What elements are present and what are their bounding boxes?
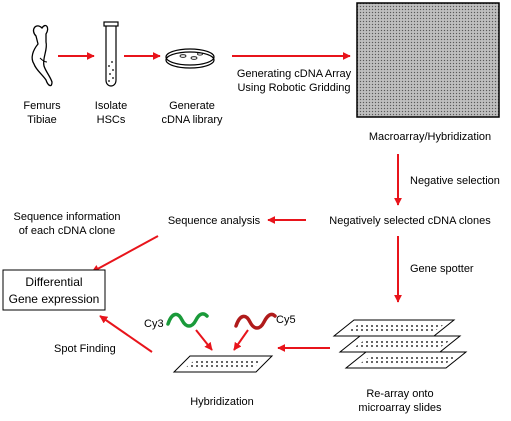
bone-icon [31,24,53,87]
generating-array-label: Generating cDNA Array [237,68,352,80]
gene-spotter-label: Gene spotter [410,263,474,275]
rearray-label-2: microarray slides [358,402,442,414]
cy5-wave-icon [234,312,277,330]
arrow-cy5-to-slide [233,329,249,351]
test-tube-icon [103,21,119,87]
negative-selection-label: Negative selection [410,175,500,187]
arrow-hybridization-to-differential [99,315,153,353]
hybridization-label: Hybridization [190,396,254,408]
seq-info-label-2: of each cDNA clone [19,225,116,237]
cy3-label: Cy3 [144,318,164,330]
cdna-library-label: cDNA library [161,114,223,126]
seq-info-label-1: Sequence information [13,211,120,223]
macroarray-label: Macroarray/Hybridization [369,131,491,143]
arrow-cy3-to-slide [195,329,213,351]
neg-selected-clones-label: Negatively selected cDNA clones [329,215,491,227]
cy5-label: Cy5 [276,314,296,326]
spot-finding-label: Spot Finding [54,343,116,355]
isolate-label: Isolate [95,100,127,112]
arrow-sequence-to-differential [91,235,159,273]
microarray-slides-icon [332,319,468,369]
hscs-label: HSCs [97,114,126,126]
generate-label: Generate [169,100,215,112]
hybridization-slide-icon [172,355,274,373]
rearray-label-1: Re-array onto [366,388,433,400]
differential-box [2,269,106,311]
macroarray-icon [356,2,500,118]
differential-label: Differential [25,275,82,289]
tibiae-label: Tibiae [27,114,57,126]
robotic-gridding-label: Using Robotic Gridding [237,82,350,94]
sequence-analysis-label: Sequence analysis [168,215,261,227]
petri-dish-icon [165,48,215,69]
cy3-wave-icon [166,312,209,328]
gene-expression-label: Gene expression [9,292,100,306]
femurs-label: Femurs [23,100,61,112]
